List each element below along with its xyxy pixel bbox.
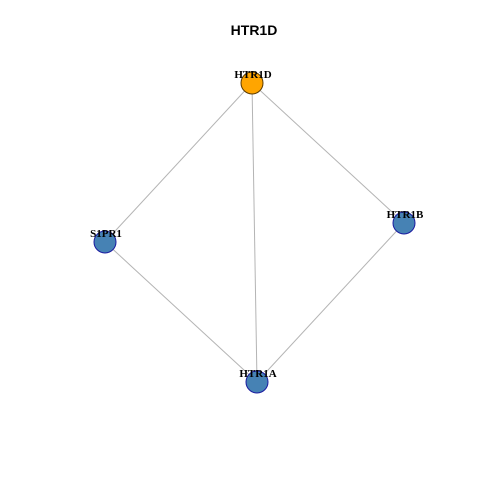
edge-s1pr1-htr1a	[104, 241, 258, 383]
node-circle-htr1b	[392, 211, 416, 235]
node-circle-s1pr1	[93, 230, 117, 254]
edge-htr1d-htr1a	[251, 82, 258, 383]
edge-htr1b-htr1a	[256, 222, 405, 383]
edge-htr1d-s1pr1	[104, 82, 253, 243]
node-label-htr1b: HTR1B	[387, 209, 424, 221]
node-circle-htr1a	[245, 370, 269, 394]
node-label-htr1d: HTR1D	[234, 69, 271, 81]
node-htr1d: HTR1D	[234, 69, 272, 95]
node-htr1a: HTR1A	[239, 368, 277, 394]
edge-htr1d-htr1b	[251, 82, 405, 224]
node-label-htr1a: HTR1A	[239, 368, 276, 380]
node-label-s1pr1: S1PR1	[90, 228, 122, 240]
node-s1pr1: S1PR1	[90, 228, 122, 254]
node-circle-htr1d	[240, 71, 264, 95]
edge-layer	[104, 82, 405, 383]
node-layer: HTR1D HTR1B HTR1A S1PR1	[90, 69, 424, 394]
node-htr1b: HTR1B	[387, 209, 424, 235]
graph-title: HTR1D	[231, 22, 278, 38]
